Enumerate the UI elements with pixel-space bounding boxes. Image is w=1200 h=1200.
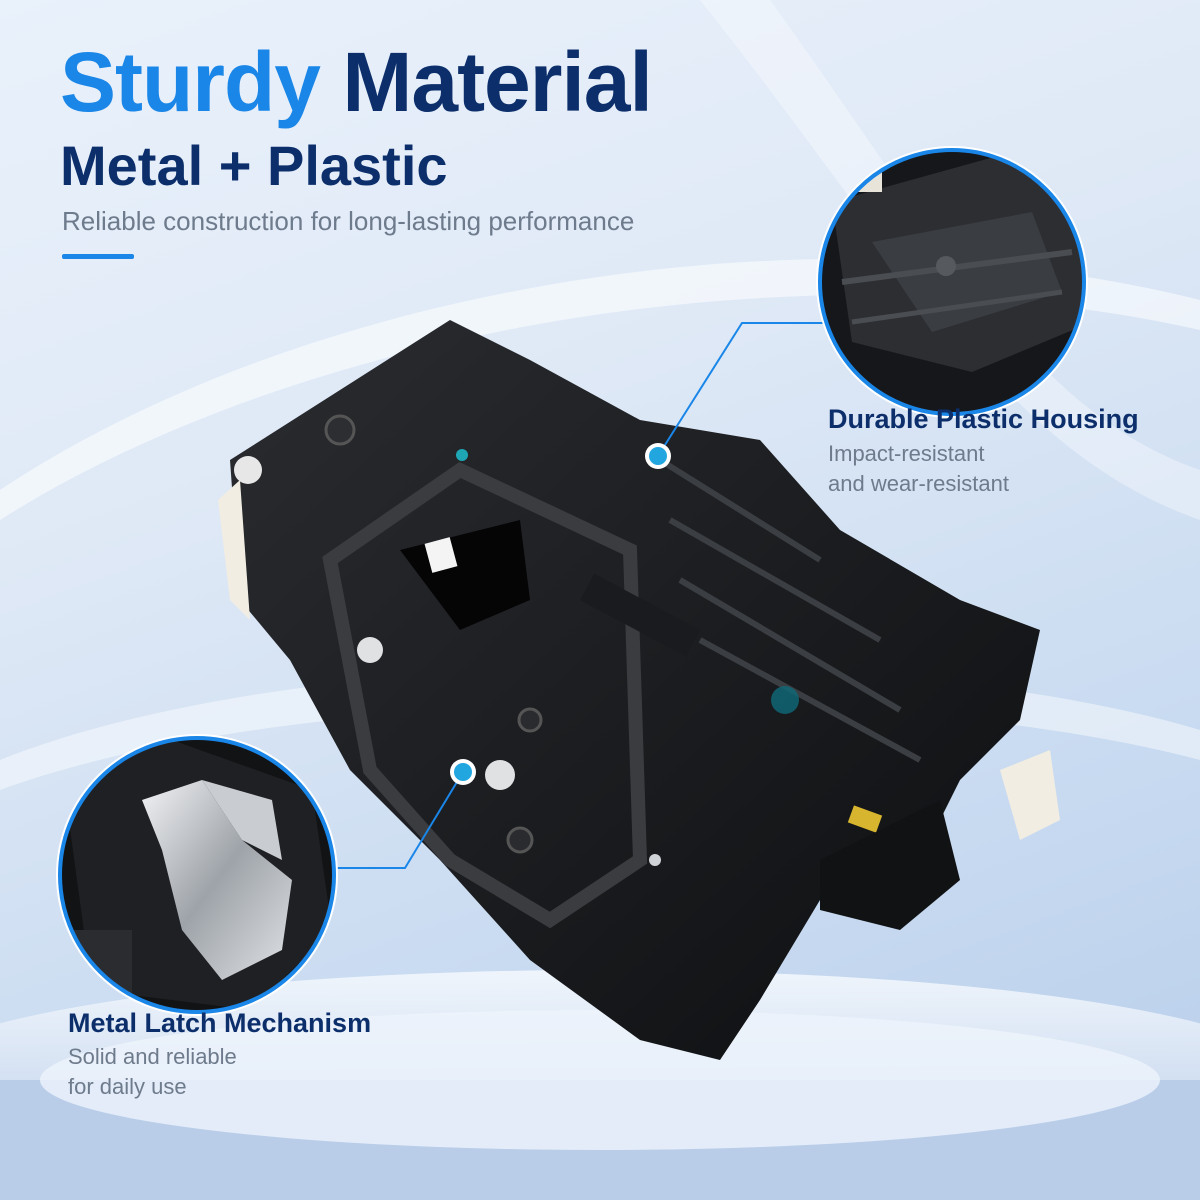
callout-dot-icon [450, 759, 476, 785]
headline: Sturdy Material [60, 40, 653, 124]
housing-callout-line: Impact-resistant [828, 441, 985, 466]
latch-callout-title: Metal Latch Mechanism [68, 1008, 372, 1038]
callout-dot-icon [645, 443, 671, 469]
housing-callout-title: Durable Plastic Housing [828, 404, 1139, 434]
latch-callout-description: Solid and reliable for daily use [68, 1042, 237, 1102]
tagline: Reliable construction for long-lasting p… [62, 206, 635, 236]
headline-highlight: Sturdy [60, 35, 321, 129]
accent-underline [62, 254, 134, 259]
door-lock-actuator-image [218, 320, 1060, 1060]
subheadline: Metal + Plastic [60, 134, 448, 197]
headline-rest: Material [342, 35, 652, 129]
housing-callout-line: and wear-resistant [828, 471, 1009, 496]
housing-callout-description: Impact-resistant and wear-resistant [828, 439, 1009, 499]
latch-callout-line: for daily use [68, 1074, 187, 1099]
zoom-circle-icon [816, 146, 1088, 418]
latch-callout-line: Solid and reliable [68, 1044, 237, 1069]
zoom-circle-icon [56, 734, 338, 1016]
